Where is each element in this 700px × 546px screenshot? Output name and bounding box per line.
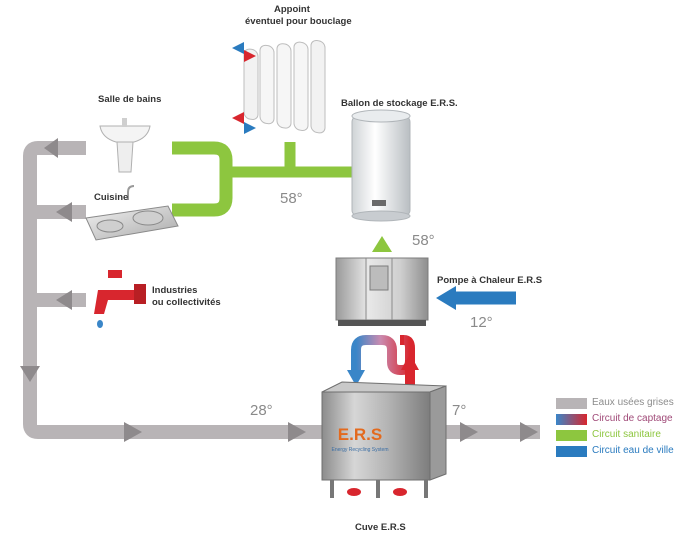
industries-label-line2: ou collectivités	[152, 297, 221, 308]
grey-arrow-right-3	[460, 422, 478, 442]
industries-label-line1: Industries	[152, 285, 198, 296]
grey-arrow-industries	[56, 290, 72, 310]
legend-label-capture: Circuit de captage	[592, 413, 673, 424]
temp-sanitary-pipe: 58°	[280, 190, 303, 207]
cuve-tank-image	[321, 381, 447, 498]
legend-swatch-city-water	[556, 446, 587, 457]
appoint-label-line2: éventuel pour bouclage	[245, 16, 352, 27]
city-water-circuit	[436, 286, 516, 310]
capture-arrow-down	[347, 370, 365, 386]
city-water-arrow	[436, 286, 456, 310]
radiator-in-arrow-top	[232, 42, 244, 54]
kitchen-sink-image	[85, 185, 179, 241]
grey-arrow-kitchen	[56, 202, 72, 222]
ballon-label: Ballon de stockage E.R.S.	[341, 98, 458, 109]
grey-arrow-down	[20, 366, 40, 382]
heat-pump-image	[335, 257, 429, 326]
radiator-image	[232, 39, 326, 134]
temp-city-water: 12°	[470, 314, 493, 331]
grey-arrow-bathroom	[44, 138, 58, 158]
legend-swatch-grey-water	[556, 398, 587, 409]
temp-grey-outlet: 7°	[452, 402, 467, 419]
pompe-label: Pompe à Chaleur E.R.S	[437, 275, 543, 286]
washbasin-image	[99, 118, 151, 173]
radiator-in-arrow-bottom	[232, 112, 244, 124]
legend-swatch-capture	[556, 414, 587, 425]
radiator-out-arrow-bottom	[244, 122, 256, 134]
sanitary-circuit	[172, 141, 392, 252]
grey-arrow-right-4	[520, 422, 538, 442]
cuve-label: Cuve E.R.S	[355, 522, 406, 533]
storage-tank-image	[351, 109, 411, 222]
appoint-label-line1: Appoint	[274, 4, 310, 15]
cuisine-label: Cuisine	[94, 192, 129, 203]
capture-arrow-up	[401, 354, 419, 370]
radiator-out-arrow-top	[244, 50, 256, 62]
grey-arrow-right-2	[288, 422, 306, 442]
temp-pump-output: 58°	[412, 232, 435, 249]
tank-logo-subtext: Energy Recycling System	[332, 447, 389, 453]
legend-label-grey-water: Eaux usées grises	[592, 397, 674, 408]
legend-swatch-sanitary	[556, 430, 587, 441]
grey-arrow-right-1	[124, 422, 142, 442]
temp-grey-inlet: 28°	[250, 402, 273, 419]
tap-image	[94, 270, 146, 328]
legend-label-sanitary: Circuit sanitaire	[592, 429, 661, 440]
sanitary-arrow-up	[372, 236, 392, 252]
tank-logo-text: E.R.S	[338, 425, 382, 444]
legend-label-city-water: Circuit eau de ville	[592, 445, 674, 456]
salle-de-bains-label: Salle de bains	[98, 94, 162, 105]
